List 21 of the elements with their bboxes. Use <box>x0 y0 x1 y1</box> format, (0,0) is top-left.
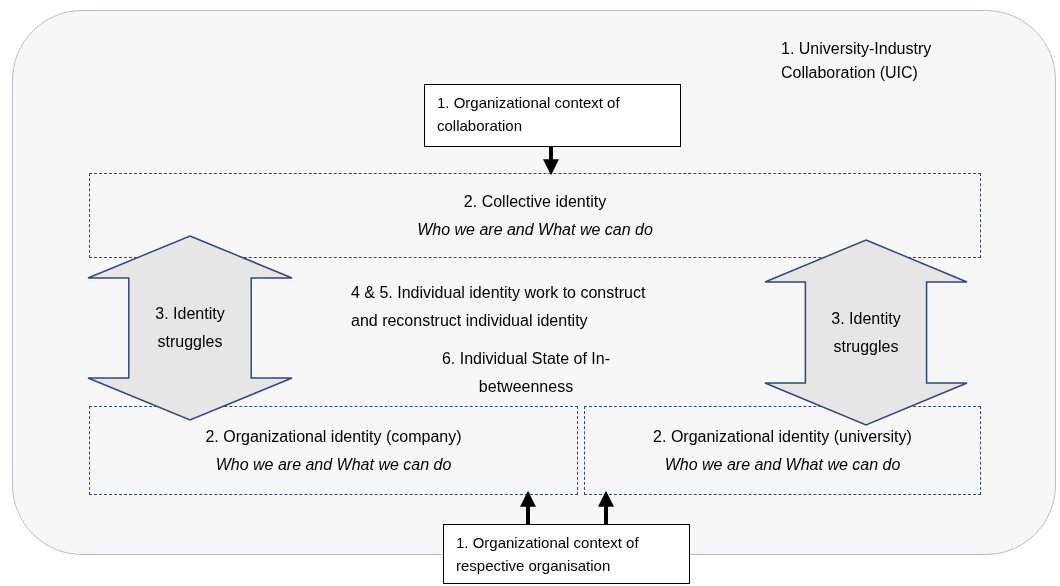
edge-label: 3. Identity struggles <box>830 308 902 357</box>
edge-label: 3. Identity struggles <box>154 304 226 352</box>
collaboration-frame <box>12 10 1056 555</box>
in-betweenness-text: 6. Individual State of In-betweenness <box>440 349 612 397</box>
arrow <box>598 490 614 524</box>
identity-heading: 2. Collective identity <box>463 191 607 212</box>
context-box <box>424 84 681 147</box>
identity-heading: 2. Organizational identity (company) <box>205 426 462 447</box>
identity-subtitle: Who we are and What we can do <box>417 219 653 240</box>
arrow <box>543 146 559 176</box>
double-block-arrow <box>87 235 293 421</box>
context-text: 1. Organizational context of collaboration <box>437 93 621 136</box>
context-text: 1. Organizational context of respective organisation <box>456 533 640 576</box>
frame-title: 1. University-Industry Collaboration (UIC) <box>781 39 933 83</box>
context-box <box>443 524 690 584</box>
identity-heading: 2. Organizational identity (university) <box>653 426 912 447</box>
identity-subtitle: Who we are and What we can do <box>664 454 901 475</box>
double-block-arrow <box>764 239 968 426</box>
individual-identity-text: 4 & 5. Individual identity work to construct and reconstruct individual identity <box>351 283 647 331</box>
arrow <box>520 490 536 524</box>
identity-subtitle: Who we are and What we can do <box>215 454 452 475</box>
